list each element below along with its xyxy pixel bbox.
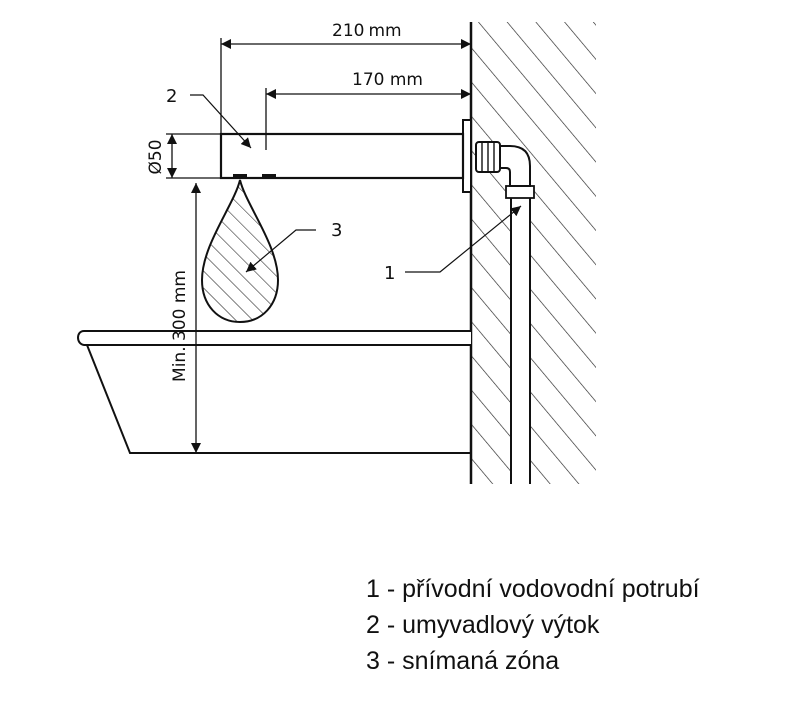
legend-separator: - — [379, 647, 403, 675]
callout-2: 2 — [166, 86, 177, 107]
callout-line-3 — [245, 229, 316, 273]
dimension-170: 170 mm — [352, 70, 423, 90]
legend-number: 2 — [366, 611, 380, 639]
spout — [219, 132, 465, 180]
legend: 1 - přívodní vodovodní potrubí 2 - umyva… — [366, 571, 700, 679]
legend-text: umyvadlový výtok — [402, 611, 600, 639]
legend-text: přívodní vodovodní potrubí — [402, 575, 700, 603]
callout-1: 1 — [384, 263, 395, 284]
legend-text: snímaná zóna — [402, 647, 560, 675]
legend-item-1: 1 - přívodní vodovodní potrubí — [366, 571, 700, 607]
callout-line-1 — [405, 205, 522, 273]
legend-number: 1 — [366, 575, 380, 603]
wall-flange — [462, 119, 472, 193]
legend-item-3: 3 - snímaná zóna — [366, 643, 700, 679]
legend-separator: - — [379, 611, 403, 639]
callout-3: 3 — [331, 220, 342, 241]
legend-number: 3 — [366, 647, 380, 675]
dimension-210-unit: mm — [368, 21, 401, 41]
dimension-min-height: Min. 300 mm — [170, 270, 190, 382]
wall — [469, 22, 596, 484]
washbasin — [77, 330, 471, 454]
callout-line-2 — [190, 94, 252, 149]
dimension-diameter: Ø50 — [146, 139, 166, 174]
dimension-210-value: 210 — [332, 21, 364, 41]
legend-separator: - — [379, 575, 403, 603]
supply-pipe — [475, 141, 535, 484]
legend-item-2: 2 - umyvadlový výtok — [366, 607, 700, 643]
sensing-zone — [200, 179, 280, 324]
